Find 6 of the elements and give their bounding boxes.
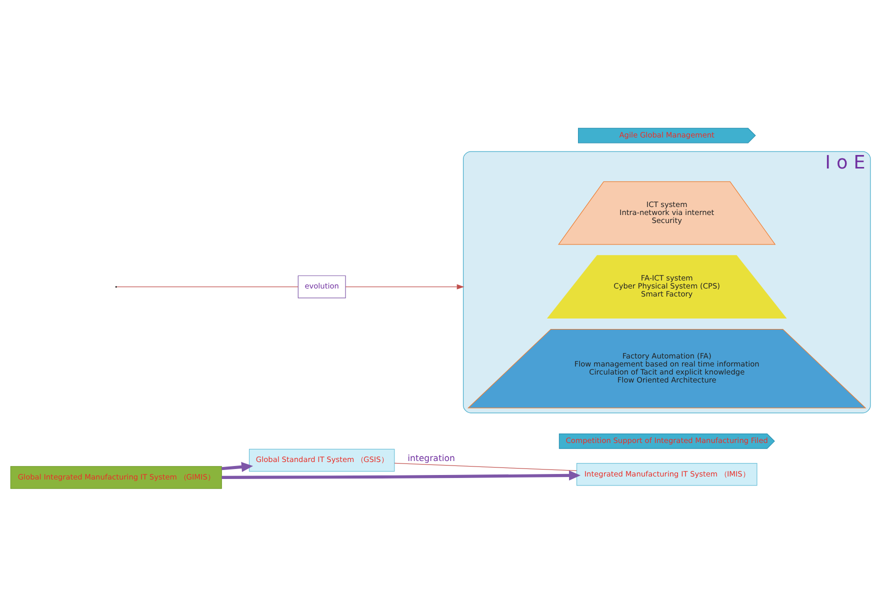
arrow bbox=[222, 470, 581, 480]
arrow bbox=[345, 284, 464, 290]
connector bbox=[116, 286, 298, 288]
edge-label: integration bbox=[408, 454, 455, 464]
arrow bbox=[222, 462, 254, 472]
connector bbox=[394, 462, 577, 472]
